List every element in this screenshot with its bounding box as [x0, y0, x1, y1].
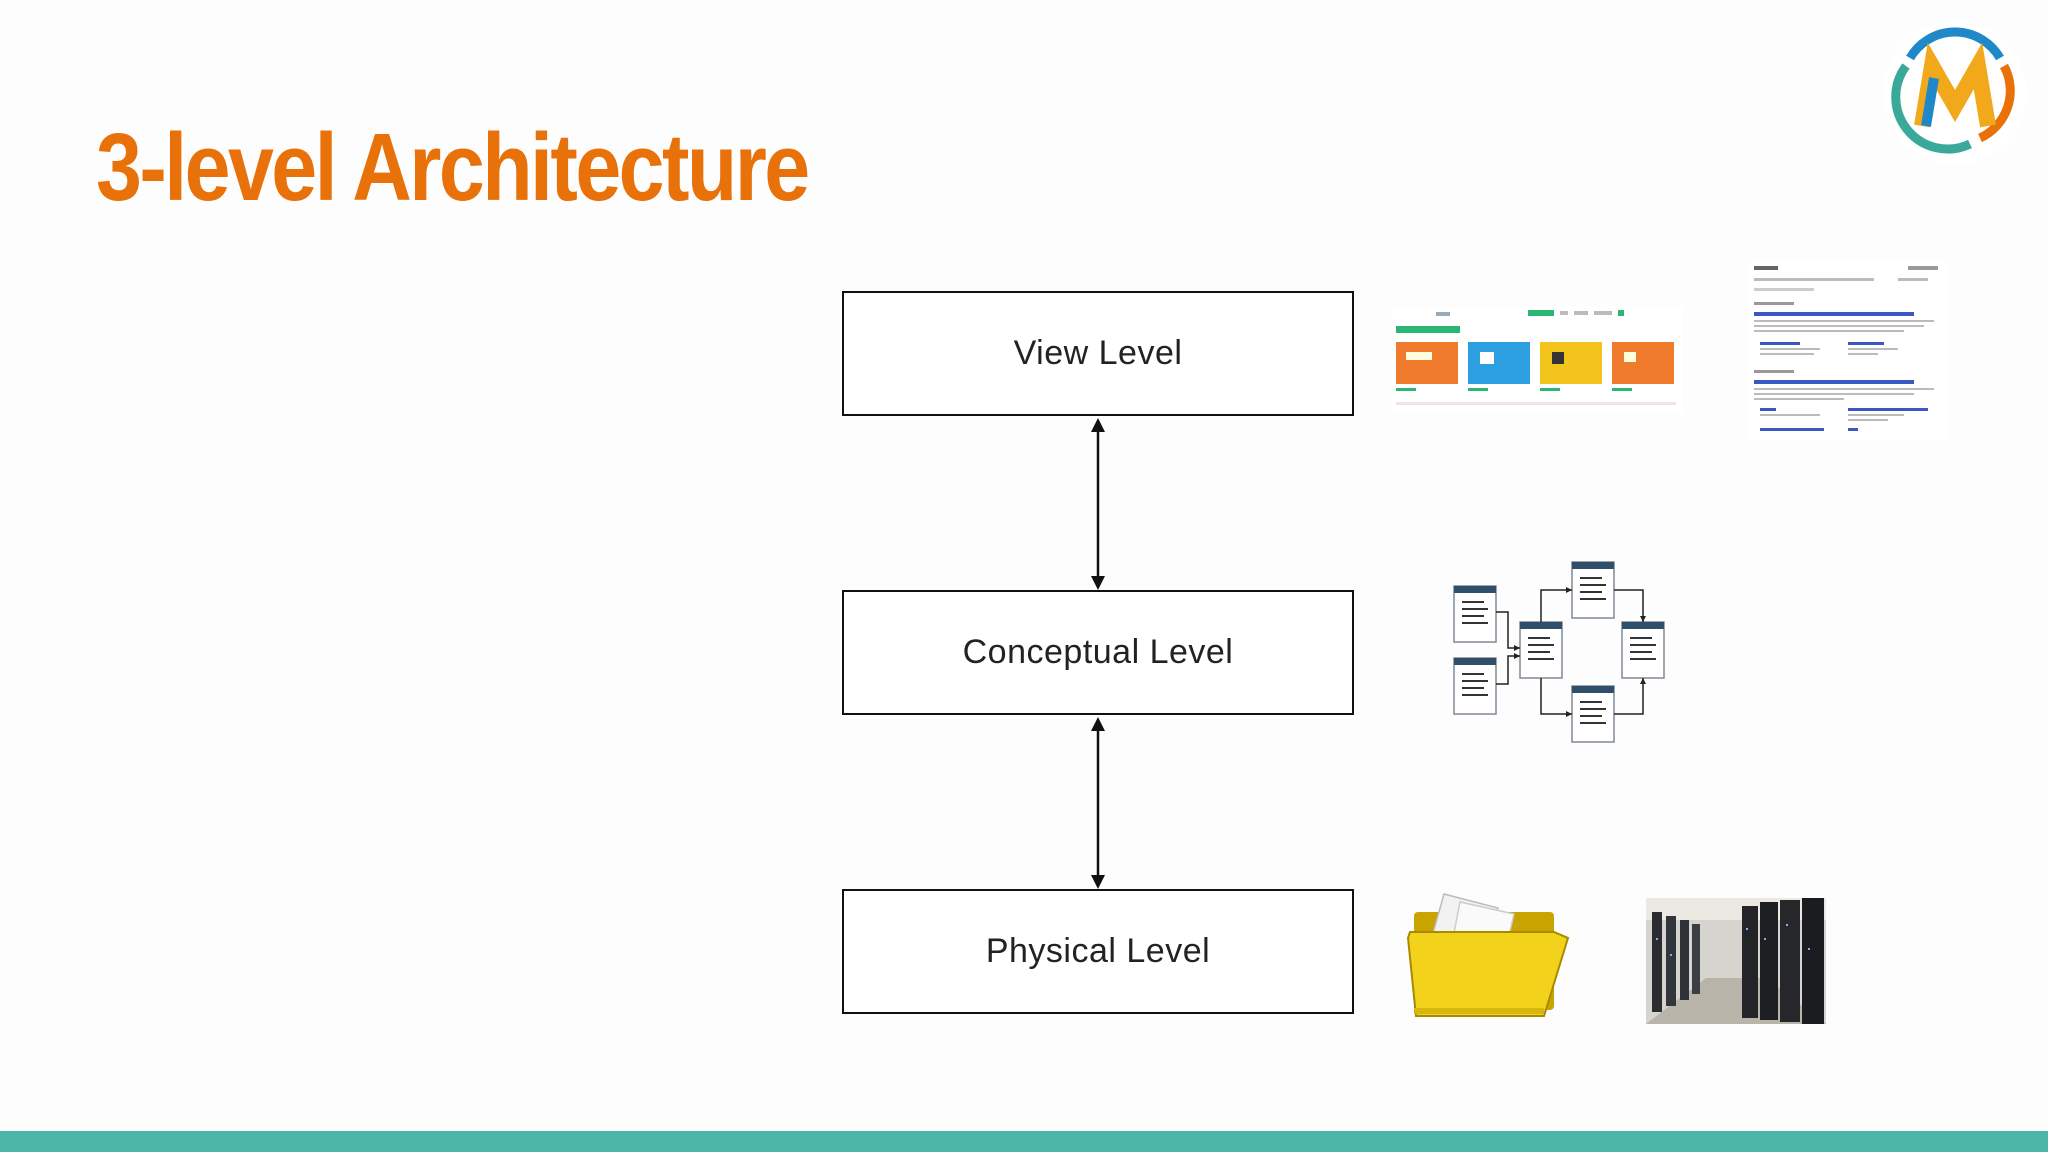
physical-level-label: Physical Level [985, 932, 1211, 970]
search-results-screenshot [1748, 262, 1948, 440]
view-level-box: View Level [842, 291, 1354, 416]
server-racks-photo [1646, 898, 1826, 1024]
web-dashboard-screenshot [1392, 306, 1682, 414]
view-conceptual-arrow [1091, 418, 1105, 590]
conceptual-level-box: Conceptual Level [842, 590, 1354, 715]
database-schema-diagram-icon [1453, 561, 1665, 743]
folder-icon [1406, 893, 1570, 1017]
conceptual-level-label: Conceptual Level [962, 633, 1234, 671]
m-logo-icon [1883, 21, 2027, 165]
bottom-accent-bar [0, 1131, 2048, 1152]
conceptual-physical-arrow [1091, 717, 1105, 889]
physical-level-box: Physical Level [842, 889, 1354, 1014]
slide-title: 3-level Architecture [96, 114, 810, 221]
view-level-label: View Level [1013, 334, 1183, 372]
